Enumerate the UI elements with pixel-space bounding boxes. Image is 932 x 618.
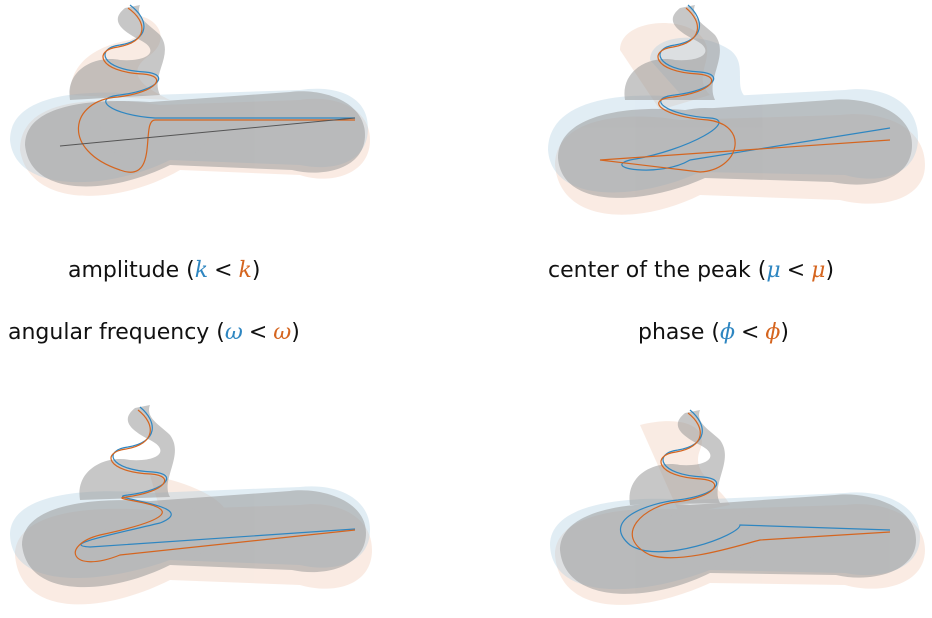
symbol-k-blue: k: [194, 258, 209, 283]
caption-center-of-peak: center of the peak (μ<μ): [548, 258, 834, 283]
caption-phase-text: phase (: [638, 320, 720, 345]
caption-phase: phase (ϕ<ϕ): [638, 320, 789, 345]
symbol-phi-orange: ϕ: [765, 320, 781, 345]
symbol-mu-orange: μ: [811, 258, 826, 283]
caption-center-of-peak-text: center of the peak (: [548, 258, 767, 283]
less-than-sign: <: [786, 258, 806, 283]
symbol-omega-blue: ω: [224, 320, 243, 345]
caption-angular-frequency-text: angular frequency (: [8, 320, 225, 345]
tube-figure-angular-frequency: [0, 405, 380, 618]
caption-close-paren: ): [291, 320, 300, 345]
symbol-mu-blue: μ: [766, 258, 781, 283]
less-than-sign: <: [248, 320, 268, 345]
tube-figure-phase: [540, 405, 932, 618]
symbol-omega-orange: ω: [273, 320, 292, 345]
caption-close-paren: ): [780, 320, 789, 345]
caption-amplitude: amplitude (k<k): [68, 258, 260, 283]
less-than-sign: <: [740, 320, 760, 345]
symbol-phi-blue: ϕ: [719, 320, 735, 345]
caption-amplitude-text: amplitude (: [68, 258, 195, 283]
caption-close-paren: ): [251, 258, 261, 283]
caption-angular-frequency: angular frequency (ω<ω): [8, 320, 300, 345]
symbol-k-orange: k: [238, 258, 252, 283]
tube-figure-center-of-peak: [540, 0, 932, 225]
less-than-sign: <: [214, 258, 233, 283]
caption-close-paren: ): [825, 258, 835, 283]
tube-figure-amplitude: [0, 0, 380, 225]
